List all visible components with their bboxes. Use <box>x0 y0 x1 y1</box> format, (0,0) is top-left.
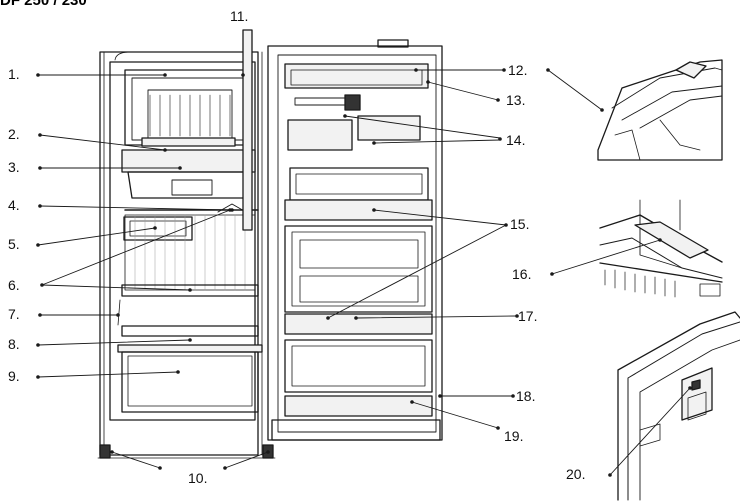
inset-door-top <box>597 59 723 161</box>
callout-12: 12. <box>508 62 528 78</box>
leader-6a <box>41 209 231 286</box>
leader-2 <box>39 134 166 151</box>
callout-20: 20. <box>566 466 586 482</box>
callout-15: 15. <box>510 216 530 232</box>
leader-14b <box>373 139 501 144</box>
callout-18: 18. <box>516 388 536 404</box>
callout-3: 3. <box>8 159 20 175</box>
callout-17: 17. <box>518 308 538 324</box>
leader-8 <box>37 339 191 346</box>
leader-10a <box>111 451 161 469</box>
leader-14a <box>344 115 501 139</box>
callout-6: 6. <box>8 277 20 293</box>
leader-5 <box>37 227 156 246</box>
callout-9: 9. <box>8 368 20 384</box>
callout-14: 14. <box>506 132 526 148</box>
callout-4: 4. <box>8 197 20 213</box>
leader-dots <box>36 68 692 477</box>
leader-16 <box>551 239 661 275</box>
callout-7: 7. <box>8 306 20 322</box>
callout-11: 11. <box>230 8 249 24</box>
callout-13: 13. <box>506 92 526 108</box>
callout-10: 10. <box>188 470 208 486</box>
callout-19: 19. <box>504 428 524 444</box>
leader-lines <box>37 31 691 476</box>
callout-1: 1. <box>8 66 20 82</box>
leader-15b <box>327 224 507 319</box>
door-panel <box>267 39 443 441</box>
diagram-title: DF 250 / 230 <box>0 0 87 9</box>
leader-19 <box>411 401 499 429</box>
leader-inset <box>547 69 603 111</box>
leader-15a <box>373 209 507 226</box>
leader-9 <box>37 371 179 378</box>
leader-10b <box>224 451 269 469</box>
callout-5: 5. <box>8 236 20 252</box>
open-door <box>97 29 276 459</box>
callout-2: 2. <box>8 126 20 142</box>
inset-dispenser <box>617 311 740 501</box>
callout-16: 16. <box>512 266 532 282</box>
leader-13 <box>427 81 499 101</box>
leader-4 <box>39 205 233 211</box>
inset-shelf <box>599 199 723 298</box>
leader-17 <box>355 315 518 319</box>
callout-8: 8. <box>8 336 20 352</box>
leader-20 <box>609 387 691 476</box>
leader-6b <box>41 284 191 291</box>
